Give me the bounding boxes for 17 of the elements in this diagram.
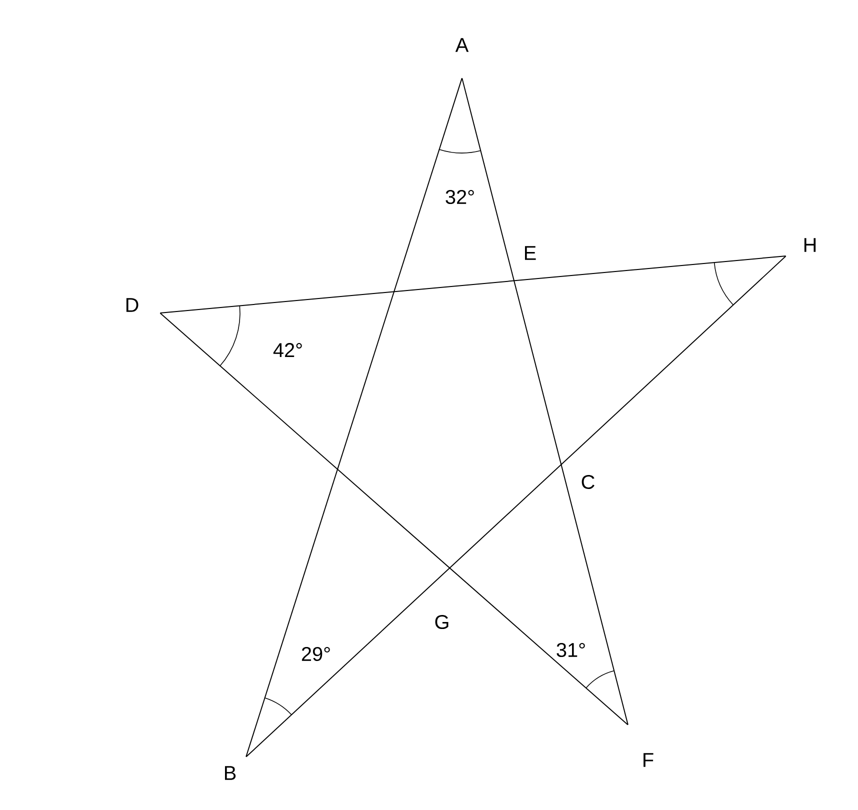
angle-label: 42° xyxy=(273,343,302,357)
point-label: E xyxy=(525,246,536,260)
line-segment xyxy=(246,256,786,758)
line-segment xyxy=(462,78,628,726)
point-label: G xyxy=(435,614,448,630)
angle-label: 32° xyxy=(446,190,474,204)
vertex-label: H xyxy=(804,238,816,252)
vertex-label: A xyxy=(455,38,469,52)
line-segment xyxy=(160,312,628,726)
line-segment xyxy=(246,78,462,758)
vertex-label: F xyxy=(644,753,654,767)
vertex-label: B xyxy=(225,766,236,780)
angle-label: 29° xyxy=(302,646,330,662)
line-segment xyxy=(160,256,786,314)
angle-label: 31° xyxy=(556,642,585,658)
point-label: C xyxy=(582,474,594,490)
vertex-label: D xyxy=(126,298,138,312)
